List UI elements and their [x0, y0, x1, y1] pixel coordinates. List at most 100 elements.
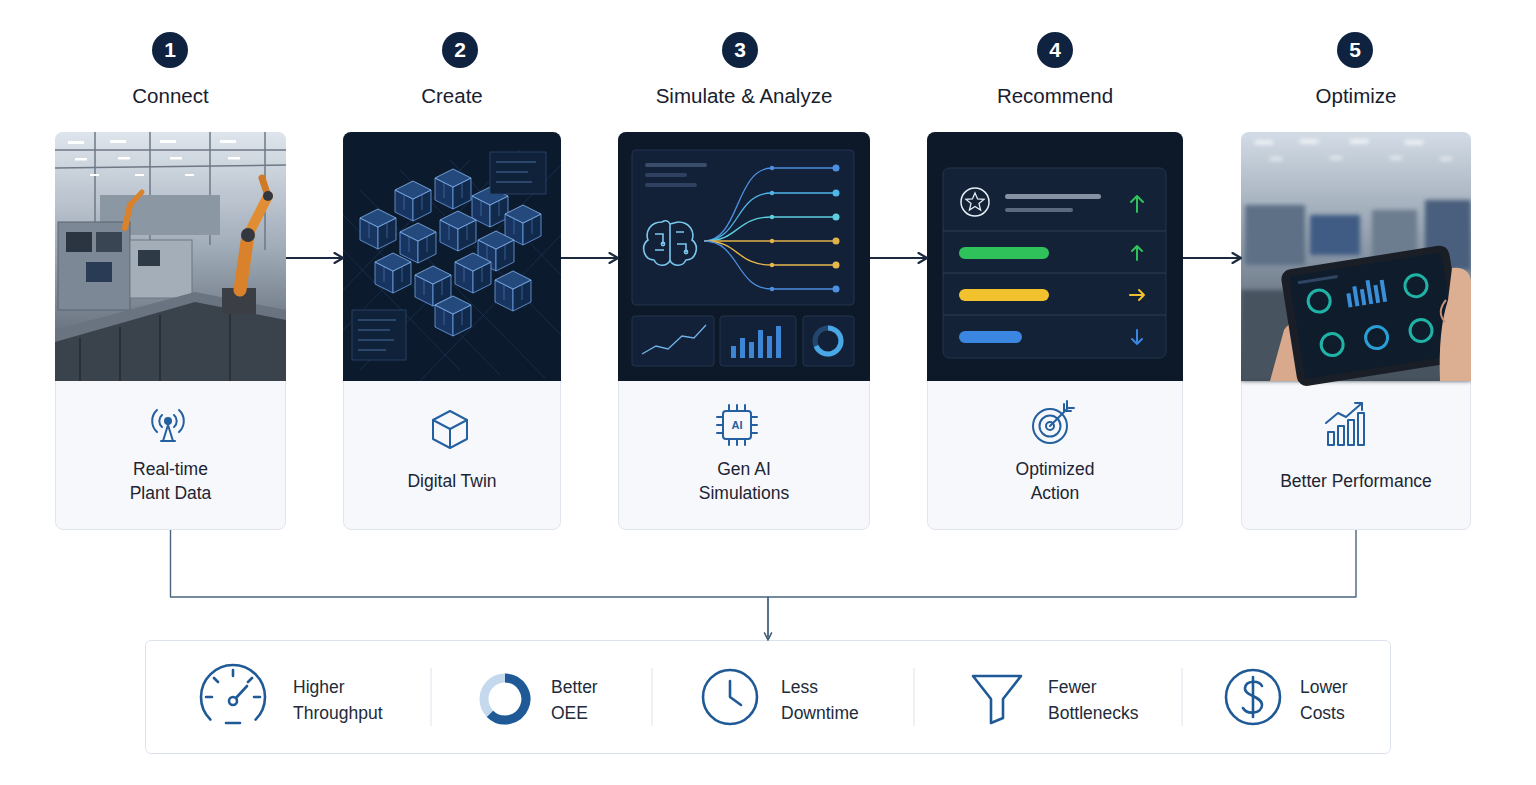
digital-twin-render	[343, 132, 561, 381]
cost-icon	[1226, 670, 1280, 724]
factory-photo	[185, 174, 194, 176]
factory-photo	[125, 205, 130, 228]
factory-photo	[55, 165, 286, 168]
factory-photo	[160, 140, 176, 143]
benefit-label: Fewer Bottlenecks	[1048, 674, 1138, 726]
simulation-panel	[644, 221, 697, 266]
recommendation-panel	[1130, 290, 1144, 300]
simulation-panel	[772, 192, 836, 193]
bracket-connector	[171, 530, 769, 640]
growth-chart-icon	[1338, 426, 1344, 445]
step-number: 2	[442, 32, 478, 68]
simulation-panel	[833, 190, 840, 197]
panel-divider	[431, 668, 1182, 726]
simulation-panel	[704, 241, 772, 289]
digital-twin-render	[375, 253, 411, 293]
tablet-photo	[1441, 300, 1446, 322]
simulation-panel	[770, 191, 774, 195]
step-card: RecommendOptimized Action	[927, 132, 1183, 530]
tablet-photo	[1405, 141, 1423, 144]
step-number-circle: 4	[1037, 32, 1073, 68]
signal-icon	[165, 418, 171, 424]
gauge-icon	[201, 665, 265, 720]
factory-photo	[66, 232, 92, 252]
digital-twin-render	[343, 132, 561, 381]
tablet-photo	[1241, 140, 1471, 381]
tablet-photo	[1440, 158, 1452, 160]
simulation-panel	[642, 325, 706, 354]
digital-twin-render	[400, 223, 436, 263]
digital-twin-render	[358, 350, 386, 351]
signal-icon	[152, 410, 157, 432]
step-number-circle: 5	[1337, 32, 1373, 68]
tablet-photo	[1330, 157, 1342, 159]
simulation-panel	[670, 222, 696, 265]
factory-photo	[240, 235, 248, 290]
factory-photo	[68, 141, 84, 144]
digital-twin-render	[505, 205, 541, 245]
factory-photo	[222, 288, 256, 314]
digital-twin-render	[343, 250, 460, 370]
digital-twin-render	[496, 162, 536, 163]
simulation-panel	[833, 214, 840, 221]
signal-icon	[152, 410, 184, 441]
factory-photo	[86, 262, 112, 282]
gauge-icon	[229, 697, 237, 705]
digital-twin-render	[496, 172, 528, 173]
oee-donut-icon	[484, 678, 526, 720]
recommendation-panel	[943, 315, 1166, 316]
tablet-photo	[1350, 140, 1368, 143]
simulation-panel	[772, 264, 836, 265]
tablet-photo	[1345, 278, 1387, 308]
benefits-panel: Higher ThroughputBetter OEELess Downtime…	[145, 640, 1391, 754]
step-heading: Connect	[26, 83, 315, 109]
digital-twin-render	[490, 152, 546, 194]
digital-twin-render	[400, 170, 561, 335]
gauge-icon	[236, 686, 247, 698]
growth-chart-icon	[1358, 413, 1364, 445]
recommendation-panel	[1130, 196, 1144, 344]
tablet-photo	[1425, 200, 1471, 270]
digital-twin-render	[358, 320, 396, 350]
clock-icon	[703, 670, 757, 724]
factory-photo	[262, 178, 268, 196]
factory-photo	[263, 191, 273, 201]
recommendation-panel	[943, 231, 1166, 315]
tablet-photo	[1270, 158, 1282, 160]
recommendation-panel	[1132, 246, 1142, 260]
simulation-panel	[772, 216, 836, 217]
simulation-panel	[772, 240, 836, 241]
digital-twin-render	[496, 162, 536, 182]
factory-photo	[110, 140, 126, 143]
recommendation-panel	[1005, 208, 1073, 212]
factory-photo	[130, 240, 192, 298]
factory-photo	[149, 132, 151, 245]
step-number: 3	[722, 32, 758, 68]
tablet-photo	[1255, 141, 1273, 144]
simulation-panel	[704, 168, 836, 289]
factory-photo	[55, 300, 286, 381]
factory-photo	[55, 292, 286, 342]
funnel-icon	[973, 676, 1021, 723]
factory-photo	[90, 174, 99, 176]
simulation-panel	[740, 338, 745, 358]
card-icons	[152, 401, 1364, 448]
factory-photo	[55, 132, 286, 250]
digital-twin-render	[450, 160, 561, 275]
tablet-photo	[1366, 280, 1374, 304]
factory-photo	[100, 195, 220, 235]
tablet-photo	[1300, 140, 1318, 143]
simulation-panel	[815, 328, 841, 354]
simulation-panel	[704, 241, 772, 265]
simulation-panel	[618, 132, 870, 381]
simulation-panel	[770, 165, 840, 293]
gauge-icon	[226, 722, 240, 725]
target-icon	[1033, 401, 1074, 443]
simulation-panel	[833, 238, 840, 245]
factory-photo	[264, 132, 266, 250]
step-heading: Optimize	[1212, 83, 1500, 109]
tablet-photo	[1380, 280, 1387, 302]
signal-icon	[159, 415, 162, 427]
